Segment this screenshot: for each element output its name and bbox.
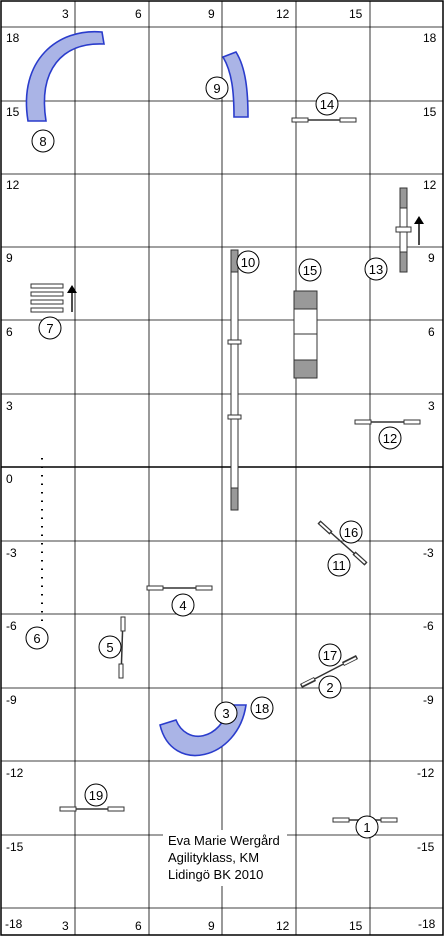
obstacle-number-4: 4 (171, 593, 195, 617)
left-axis-label: 12 (6, 178, 20, 192)
bottom-axis-label: -18 (5, 917, 23, 931)
right-axis-label: 6 (428, 325, 435, 339)
svg-text:7: 7 (46, 321, 53, 336)
svg-text:5: 5 (106, 640, 113, 655)
info-box: Eva Marie Wergård Agilityklass, KM Lidin… (163, 830, 287, 886)
svg-text:10: 10 (241, 255, 255, 270)
obstacle-number-18: 18 (250, 696, 274, 720)
top-axis-label: 3 (62, 7, 69, 21)
jump-17-2 (299, 654, 359, 689)
left-axis-label: 15 (6, 105, 20, 119)
right-axis-label: 3 (428, 399, 435, 413)
bottom-axis-label: 12 (276, 919, 290, 933)
jump-14 (291, 117, 357, 123)
left-axis-label: 18 (6, 31, 20, 45)
jump-4 (146, 585, 213, 591)
obstacle-number-2: 2 (318, 675, 342, 699)
bottom-axis-label: 6 (135, 919, 142, 933)
right-axis-label: 18 (423, 31, 437, 45)
svg-text:17: 17 (323, 648, 337, 663)
obstacle-number-1: 1 (355, 815, 379, 839)
obstacle-number-8: 8 (31, 129, 55, 153)
left-axis-label: -6 (6, 619, 17, 633)
right-axis-label: -9 (423, 693, 434, 707)
svg-text:4: 4 (179, 598, 186, 613)
info-club: Lidingö BK 2010 (168, 867, 263, 882)
bottom-axis-label: 9 (208, 919, 215, 933)
svg-text:1: 1 (363, 820, 370, 835)
seesaw-13 (395, 187, 412, 273)
tunnel-8-body (25, 30, 105, 122)
right-axis-label: 15 (423, 105, 437, 119)
svg-text:18: 18 (255, 701, 269, 716)
obstacle-number-16: 16 (339, 520, 363, 544)
svg-text:13: 13 (369, 262, 383, 277)
svg-text:15: 15 (303, 263, 317, 278)
left-axis-label: -12 (6, 766, 24, 780)
left-axis-label: 0 (6, 472, 13, 486)
svg-text:9: 9 (213, 81, 220, 96)
obstacle-number-7: 7 (38, 316, 62, 340)
svg-text:11: 11 (332, 558, 346, 573)
right-axis-label: -3 (423, 546, 434, 560)
bottom-axis-label: 15 (349, 919, 363, 933)
obstacle-number-19: 19 (84, 783, 108, 807)
top-axis-label: 9 (208, 7, 215, 21)
obstacle-number-15: 15 (298, 258, 322, 282)
direction-arrow-7 (67, 285, 77, 312)
svg-text:16: 16 (344, 525, 358, 540)
obstacle-number-9: 9 (205, 76, 229, 100)
top-axis-labels: 3 6 9 12 15 (62, 7, 363, 21)
obstacle-number-13: 13 (364, 257, 388, 281)
top-axis-label: 12 (276, 7, 290, 21)
left-axis-label: -9 (6, 693, 17, 707)
left-axis-label: 9 (6, 251, 13, 265)
long-jump-7 (30, 283, 64, 313)
svg-text:8: 8 (39, 134, 46, 149)
tunnel-3-body (159, 704, 247, 757)
obstacle-number-10: 10 (236, 250, 260, 274)
svg-text:19: 19 (89, 788, 103, 803)
right-axis-label: -12 (417, 766, 435, 780)
jump-12 (354, 419, 421, 425)
right-axis-label: -6 (423, 619, 434, 633)
right-axis-label: -15 (417, 840, 435, 854)
obstacle-number-6: 6 (25, 626, 49, 650)
tunnel-9-body (221, 51, 249, 118)
top-axis-label: 15 (349, 7, 363, 21)
right-axis-labels: 18 15 12 9 6 3 -3 -6 -9 -12 -15 (417, 31, 437, 854)
direction-arrow-13 (414, 216, 424, 245)
info-class: Agilityklass, KM (168, 850, 259, 865)
svg-text:2: 2 (326, 680, 333, 695)
svg-text:12: 12 (383, 431, 397, 446)
bottom-axis-label: 3 (62, 919, 69, 933)
obstacle-number-5: 5 (98, 635, 122, 659)
jump-19 (59, 806, 125, 812)
aframe-15 (293, 290, 318, 379)
right-axis-label: 12 (423, 178, 437, 192)
left-axis-label: -15 (6, 840, 24, 854)
svg-text:3: 3 (222, 706, 229, 721)
obstacle-number-12: 12 (378, 426, 402, 450)
obstacle-number-11: 11 (327, 553, 351, 577)
obstacle-number-3: 3 (214, 701, 238, 725)
left-axis-label: -3 (6, 546, 17, 560)
bottom-axis-labels: -18 3 6 9 12 15 -18 (5, 917, 436, 933)
jump-5 (118, 616, 126, 679)
bottom-axis-label: -18 (418, 917, 436, 931)
obstacle-number-14: 14 (315, 92, 339, 116)
svg-text:6: 6 (33, 631, 40, 646)
top-axis-label: 6 (135, 7, 142, 21)
left-axis-label: 3 (6, 399, 13, 413)
right-axis-label: 9 (428, 251, 435, 265)
left-axis-labels: 18 15 12 9 6 3 0 -3 -6 -9 -12 -15 (6, 31, 24, 854)
info-author: Eva Marie Wergård (168, 833, 280, 848)
svg-text:14: 14 (320, 97, 334, 112)
left-axis-label: 6 (6, 325, 13, 339)
jump-16-11 (317, 520, 368, 566)
obstacle-number-17: 17 (318, 643, 342, 667)
